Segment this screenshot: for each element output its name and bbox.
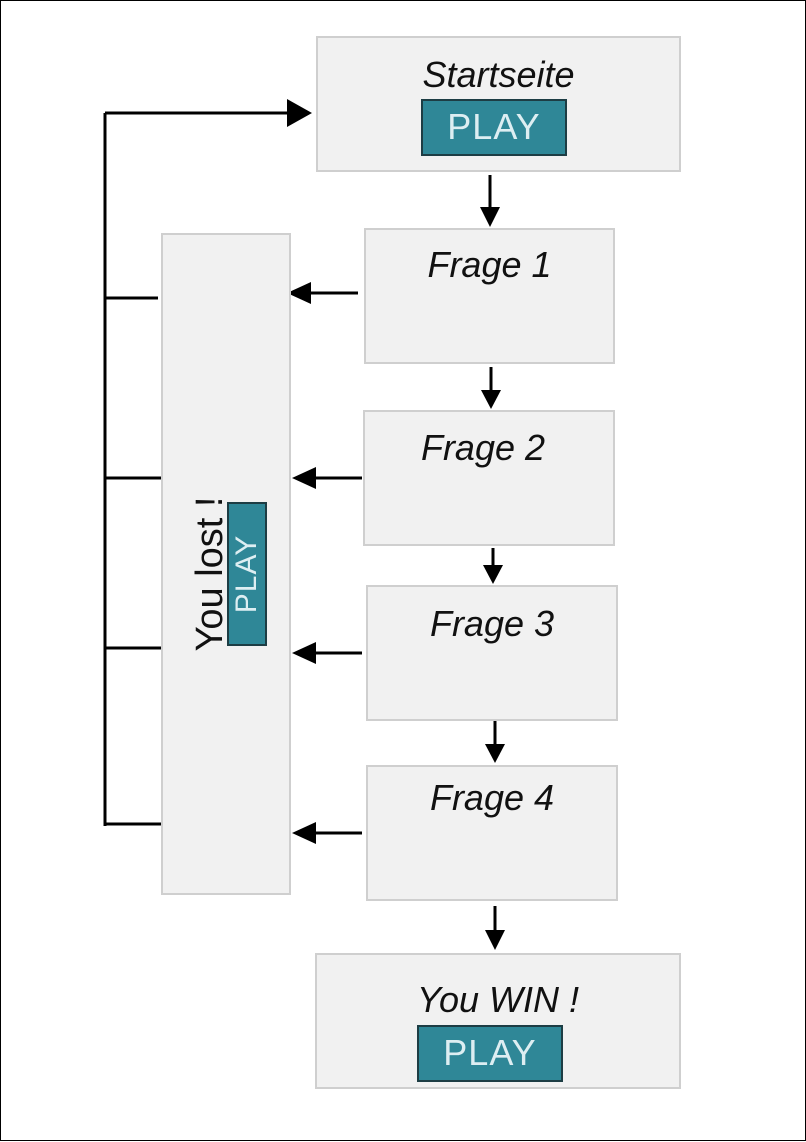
question-title-1: Frage 1 <box>427 244 552 285</box>
arrow-frage3-to-lost-head <box>292 642 316 664</box>
arrow-frage1-to-frage2-head <box>481 390 501 409</box>
lost-rotated-group: You lost ! PLAY <box>187 374 269 774</box>
loop-to-start-head <box>287 99 312 127</box>
question-box-2: Frage 2 <box>363 410 615 546</box>
lost-play-button[interactable]: PLAY <box>227 502 267 646</box>
start-title: Startseite <box>422 54 575 95</box>
arrow-frage1-to-lost-head <box>287 282 311 304</box>
question-box-3: Frage 3 <box>366 585 618 721</box>
arrow-frage4-to-lost-head <box>292 822 316 844</box>
arrow-frage3-to-frage4-head <box>485 744 505 763</box>
arrow-start-to-frage1-head <box>480 207 500 227</box>
lost-title: You lost ! <box>189 496 231 652</box>
question-title-4: Frage 4 <box>429 777 555 818</box>
arrow-frage2-to-frage3-head <box>483 565 503 584</box>
arrow-frage2-to-lost-head <box>292 467 316 489</box>
win-play-button[interactable]: PLAY <box>417 1025 563 1082</box>
start-play-button[interactable]: PLAY <box>421 99 567 156</box>
win-box: You WIN ! PLAY <box>315 953 681 1089</box>
lost-box: You lost ! PLAY <box>161 233 291 895</box>
question-box-4: Frage 4 <box>366 765 618 901</box>
arrow-frage4-to-win-head <box>485 930 505 950</box>
win-title: You WIN ! <box>416 979 580 1020</box>
start-box: Startseite PLAY <box>316 36 681 172</box>
question-title-2: Frage 2 <box>420 427 546 468</box>
question-box-1: Frage 1 <box>364 228 615 364</box>
question-title-3: Frage 3 <box>429 603 555 644</box>
